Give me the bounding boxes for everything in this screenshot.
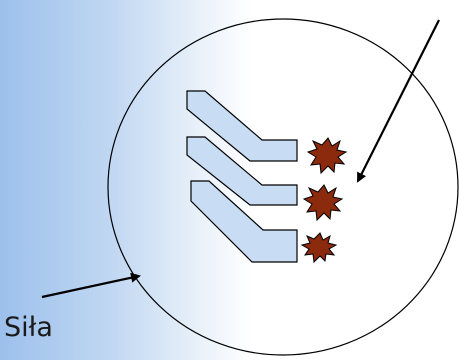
plate-1: [186, 90, 298, 162]
plate-stack: [186, 90, 298, 263]
plate-2: [186, 136, 298, 206]
starburst-1: [306, 137, 348, 175]
outer-circle: [107, 18, 459, 356]
starburst-2: [302, 184, 344, 222]
force-arrow: [41, 272, 141, 299]
top-arrow: [357, 19, 440, 183]
plate-3: [190, 180, 298, 263]
force-label: Siła: [4, 312, 53, 343]
starburst-group: [300, 137, 348, 264]
starburst-3: [300, 232, 338, 264]
